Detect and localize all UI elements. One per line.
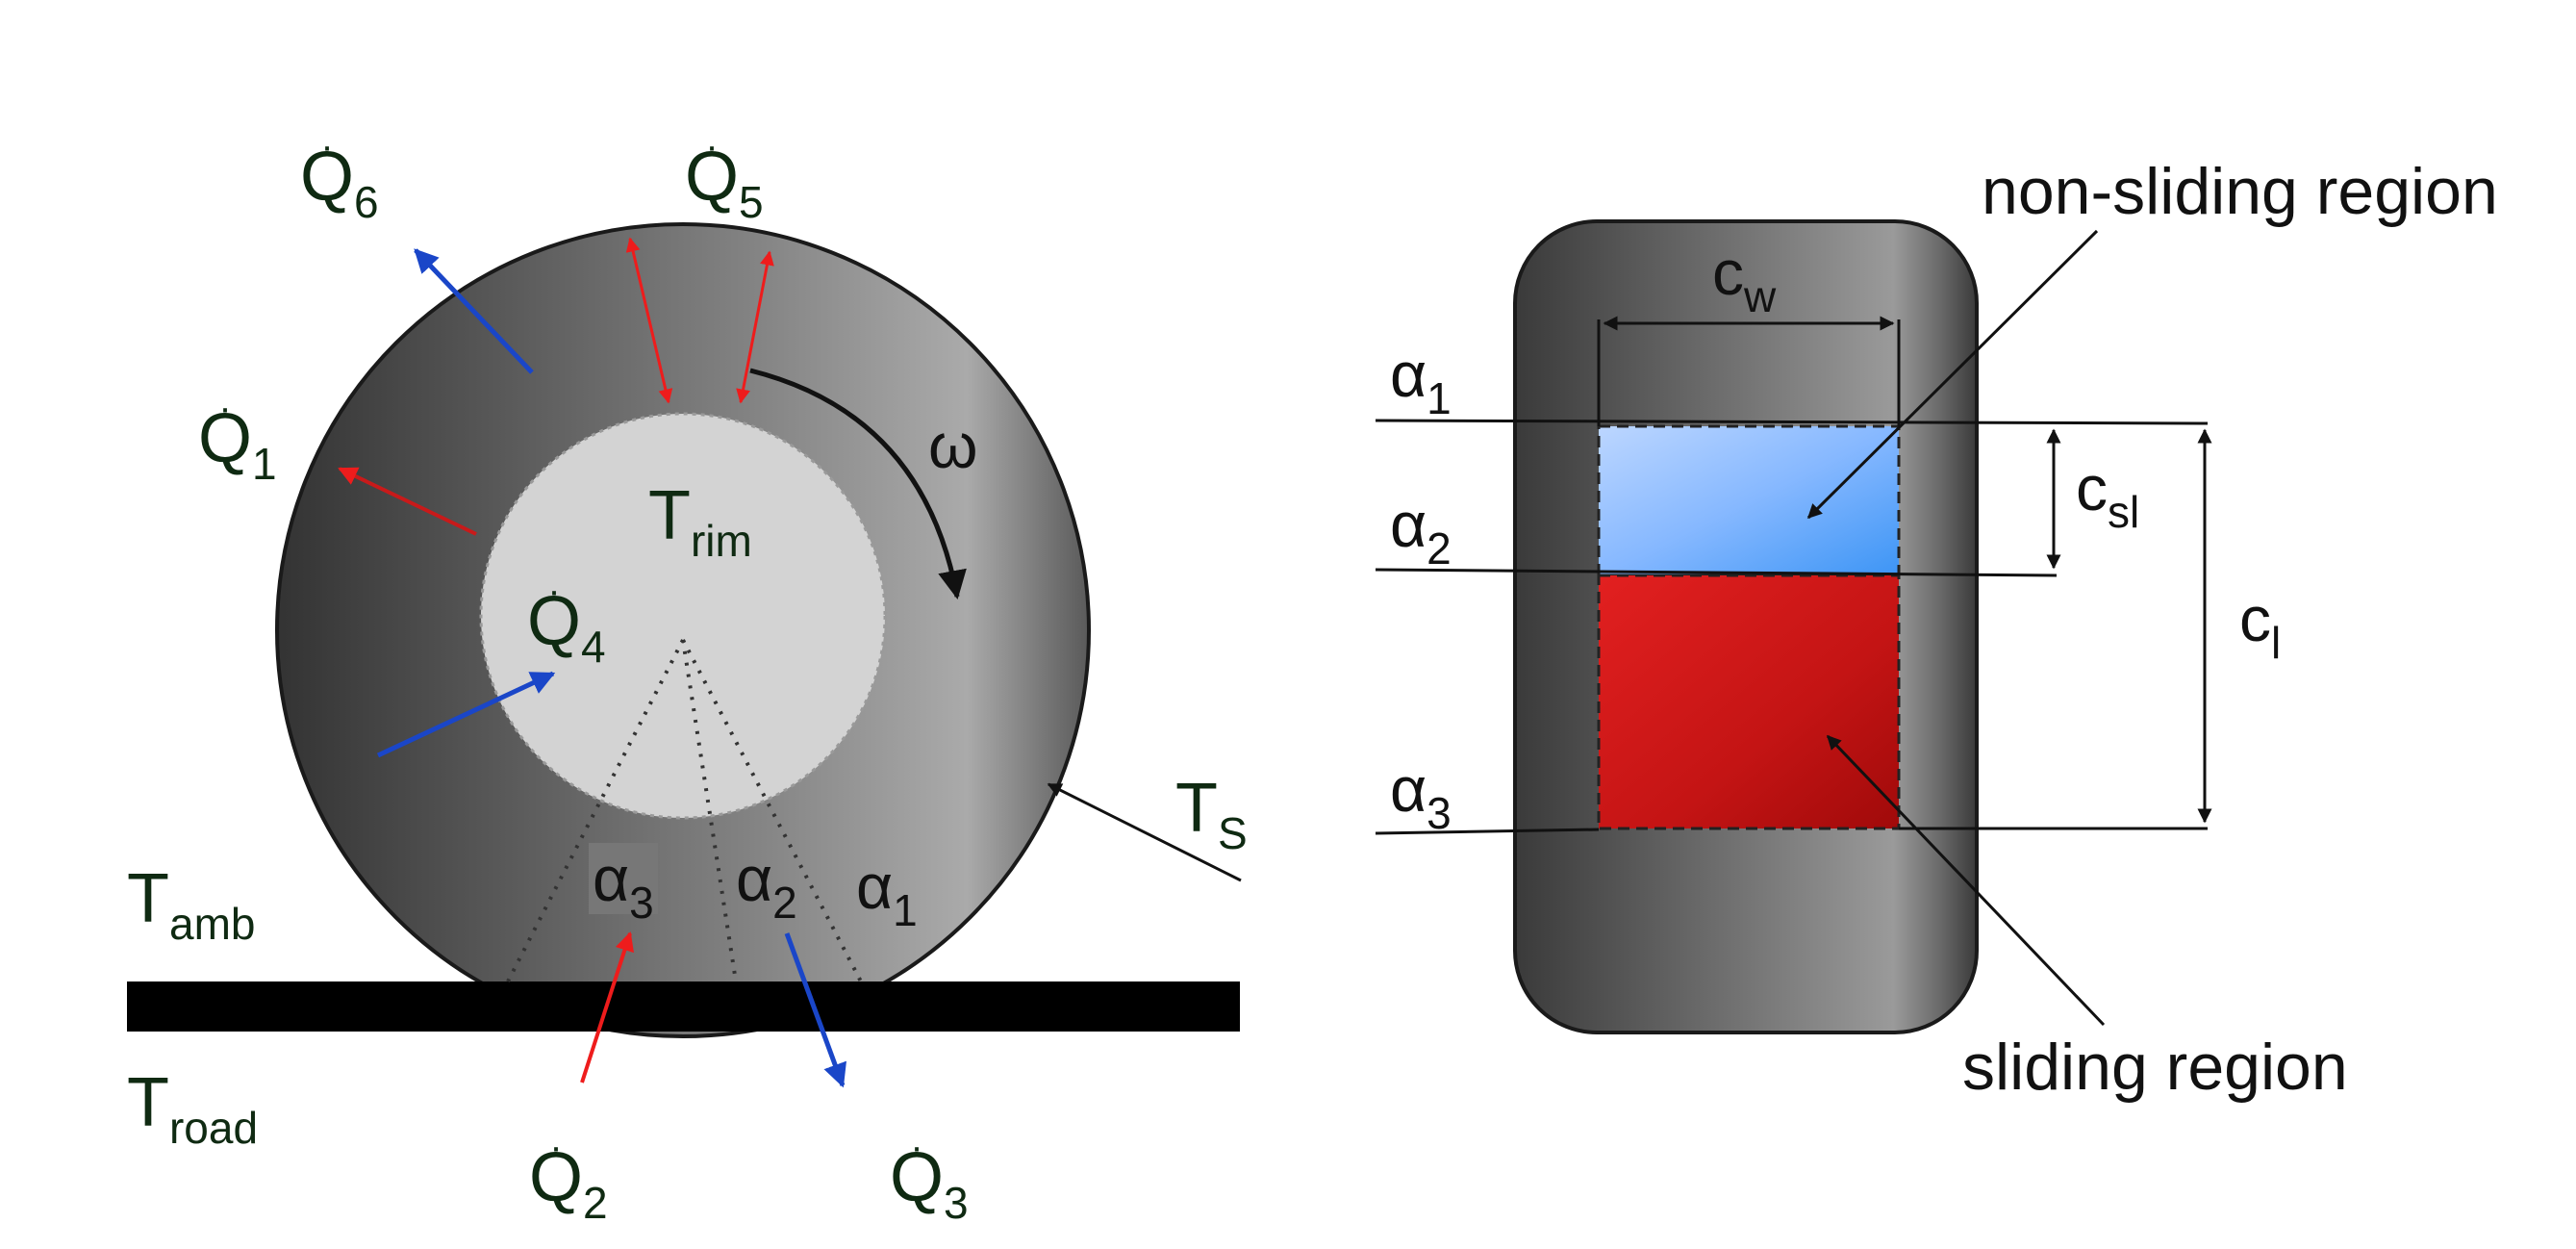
q4-arrow (376, 671, 556, 758)
alpha2-line (1375, 568, 2058, 577)
csl-label: csl (2076, 452, 2140, 537)
sliding-region (1597, 574, 1901, 830)
tamb-label: Tamb (127, 860, 256, 949)
ts-pointer (1047, 782, 1242, 882)
q5-label: ·Q5 (685, 125, 764, 227)
alpha1-label-right: α1 (1390, 339, 1452, 423)
ts-label: TS (1175, 770, 1248, 858)
contact-patch-view (1375, 219, 2212, 1034)
sliding-leader (1826, 734, 2106, 1027)
non-sliding-region-label: non-sliding region (1982, 155, 2498, 228)
q2-arrow (580, 931, 634, 1083)
omega-arrow (749, 368, 967, 599)
non-sliding-region (1597, 424, 1901, 577)
q5-arrow-a (625, 237, 673, 404)
alpha3-line (1375, 828, 1600, 835)
q1-label: ·Q1 (198, 387, 277, 489)
non-sliding-leader (1806, 229, 2099, 520)
rim-circle (479, 412, 887, 820)
troad-label: Troad (127, 1064, 259, 1153)
tire-side-view (127, 222, 1242, 1088)
omega-label: ω (928, 410, 978, 481)
trim-label: Trim (648, 477, 752, 566)
q3-arrow (784, 932, 846, 1088)
alpha3-label-left: α3 (589, 843, 658, 925)
q3-label: ·Q3 (890, 1126, 969, 1228)
q1-arrow (338, 467, 477, 536)
sliding-region-label: sliding region (1962, 1031, 2348, 1104)
cw-label: cw (1712, 237, 1777, 321)
q5-arrow-b (736, 250, 774, 404)
alpha2-label-right: α2 (1390, 489, 1452, 574)
q6-arrow (414, 248, 534, 374)
alpha1-label-left: α1 (856, 851, 918, 935)
q6-label: ·Q6 (300, 125, 379, 227)
road-bar (127, 981, 1240, 1032)
cl-label: cl (2239, 583, 2282, 668)
alpha2-label-left: α2 (736, 843, 797, 928)
alpha3-label-right: α3 (1390, 753, 1452, 838)
q2-label: ·Q2 (529, 1126, 608, 1228)
alpha1-line (1375, 419, 2209, 425)
q4-label: ·Q4 (527, 570, 606, 672)
